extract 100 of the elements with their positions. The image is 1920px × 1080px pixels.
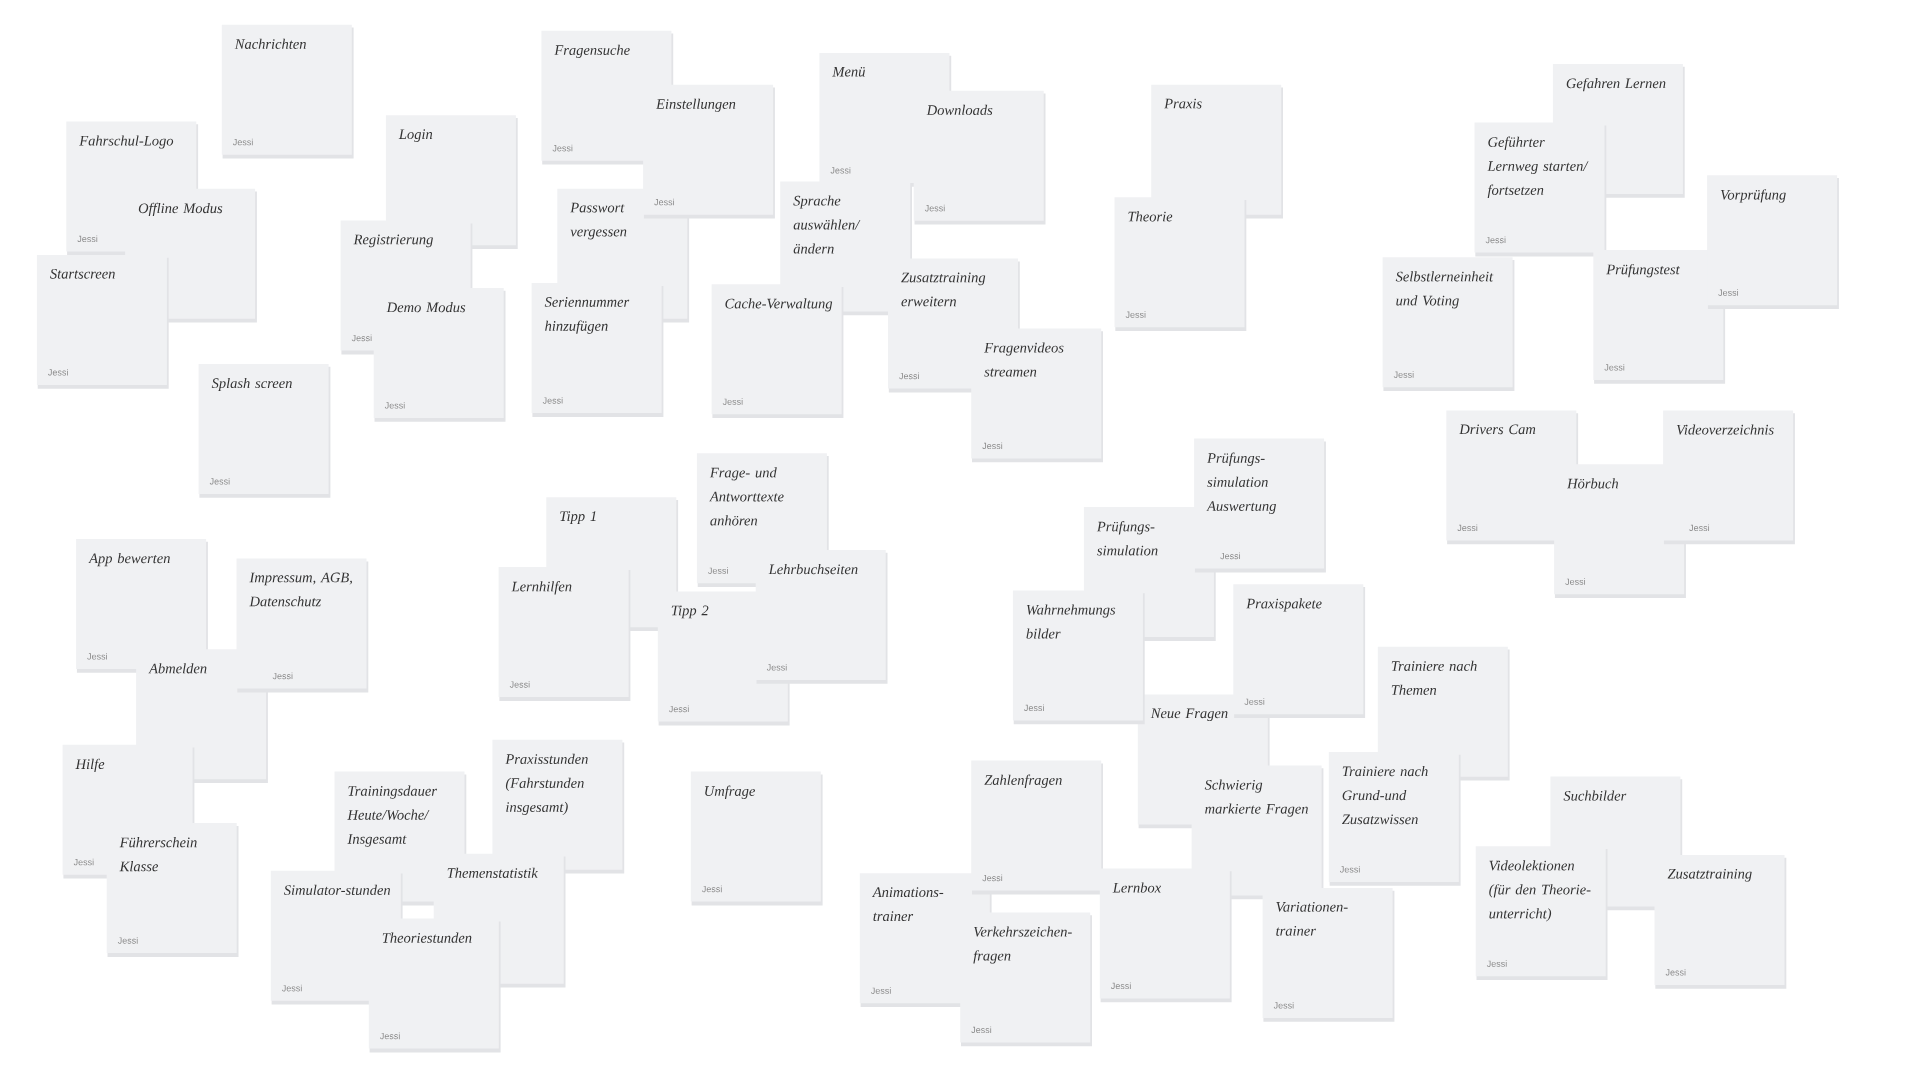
sticky-note — [690, 771, 823, 906]
author-name: Jessi — [870, 987, 891, 994]
sticky-note — [106, 823, 239, 957]
sticky-note — [1554, 464, 1686, 599]
note-text: Prüfungstest — [1606, 264, 1680, 278]
sticky-note — [76, 539, 208, 673]
note-text: Startscreen — [50, 268, 115, 279]
author-name: Jessi — [552, 144, 573, 152]
note-text: Splash screen — [211, 377, 292, 392]
note-text: Zusatztraining — [1667, 868, 1752, 882]
sticky-note — [971, 760, 1103, 895]
sticky-note — [221, 24, 354, 159]
note-text: Menü — [832, 66, 865, 77]
note-text: Einstellungen — [655, 98, 736, 112]
note-text: Zahlenfragen — [984, 774, 1062, 788]
note-text: Animations-trainer — [872, 887, 944, 922]
note-text: Registrierung — [353, 234, 433, 248]
sticky-note — [368, 918, 501, 1053]
author-name: Jessi — [1665, 968, 1686, 976]
note-text: Nachrichten — [234, 38, 306, 49]
author-name: Jessi — [1565, 578, 1585, 585]
author-name: Jessi — [542, 397, 563, 404]
note-text: Praxisstunden (Fahrstunden insgesamt) — [505, 753, 588, 815]
note-text: Downloads — [926, 104, 993, 115]
sticky-note — [1012, 590, 1145, 725]
note-text: Suchbilder — [1563, 790, 1627, 801]
author-name: Jessi — [281, 984, 302, 992]
note-text: Trainiere nach Themen — [1391, 660, 1477, 695]
author-name: Jessi — [708, 567, 728, 574]
note-text: App bewerten — [88, 553, 170, 567]
sticky-note — [1382, 257, 1515, 392]
author-name: Jessi — [924, 204, 945, 212]
note-text: Selbstlerneinheit und Voting — [1395, 271, 1494, 309]
note-text: Abmelden — [148, 663, 207, 674]
note-text: Lehrbuchseiten — [768, 564, 858, 575]
note-text: Fahrschul-Logo — [79, 135, 174, 149]
sticky-note — [971, 328, 1103, 463]
note-text: Fragenvideos streamen — [984, 342, 1064, 377]
note-text: Themenstatistik — [447, 867, 538, 878]
sticky-note — [1654, 854, 1787, 989]
author-name: Jessi — [73, 858, 94, 866]
sticky-note — [1663, 410, 1795, 545]
author-name: Jessi — [379, 1032, 400, 1040]
author-name: Jessi — [209, 477, 230, 485]
note-text: Videolektionen (für den Theorie-unterricht) — [1489, 860, 1591, 922]
sticky-note — [711, 284, 844, 419]
author-name: Jessi — [766, 664, 787, 671]
note-text: Neue Fragen — [1150, 708, 1228, 722]
note-text: Trainiere nach Grund-und Zusatzwissen — [1342, 766, 1428, 825]
sticky-note — [1194, 438, 1326, 573]
author-name: Jessi — [1273, 1002, 1294, 1009]
author-name: Jessi — [1485, 236, 1506, 244]
note-text: Lernbox — [1112, 882, 1162, 893]
author-name: Jessi — [1125, 311, 1146, 318]
note-text: Offline Modus — [138, 202, 223, 217]
note-text: Impressum, AGB, Datenschutz — [249, 572, 352, 607]
sticky-note — [36, 254, 169, 389]
note-text: Lernhilfen — [511, 581, 572, 595]
sticky-note — [960, 912, 1092, 1047]
author-name: Jessi — [1220, 552, 1240, 560]
sticky-note — [498, 567, 631, 701]
sticky-note — [236, 558, 369, 693]
author-name: Jessi — [1244, 698, 1265, 705]
sticky-note — [1233, 584, 1366, 719]
note-text: Cache-Verwaltung — [725, 298, 833, 312]
note-text: Geführter Lernweg starten/ fortsetzen — [1487, 136, 1589, 198]
sticky-note — [198, 363, 331, 498]
sticky-note — [913, 90, 1046, 225]
note-text: Tipp 1 — [560, 511, 596, 524]
author-name: Jessi — [117, 937, 138, 944]
sticky-note — [1474, 122, 1607, 257]
note-text: Sprache auswählen/ ändern — [793, 195, 861, 254]
author-name: Jessi — [1486, 960, 1507, 967]
author-name: Jessi — [232, 138, 253, 146]
author-name: Jessi — [1339, 866, 1360, 873]
author-name: Jessi — [982, 874, 1003, 882]
sticky-note — [643, 84, 775, 219]
author-name: Jessi — [384, 402, 405, 409]
note-text: Videoverzeichnis — [1676, 424, 1774, 435]
author-name: Jessi — [1689, 524, 1709, 531]
author-name: Jessi — [272, 672, 293, 680]
author-name: Jessi — [982, 442, 1003, 449]
author-name: Jessi — [899, 372, 919, 380]
note-text: Seriennummer hinzufügen — [544, 297, 630, 334]
sticky-note — [755, 550, 888, 684]
author-name: Jessi — [971, 1026, 992, 1033]
note-text: Führerschein Klasse — [119, 837, 197, 872]
note-text: Wahrnehmungs bilder — [1026, 604, 1116, 639]
note-text: Umfrage — [705, 785, 756, 799]
author-name: Jessi — [1718, 289, 1738, 296]
sticky-note — [1114, 197, 1247, 332]
author-name: Jessi — [351, 334, 372, 342]
note-text: Passwort vergessen — [570, 202, 627, 240]
author-name: Jessi — [1604, 364, 1625, 371]
author-name: Jessi — [77, 235, 98, 242]
note-text: Hilfe — [75, 758, 105, 772]
note-text: Praxispakete — [1246, 598, 1322, 612]
note-text: Praxis — [1164, 98, 1202, 109]
author-name: Jessi — [1110, 982, 1131, 989]
note-text: Login — [398, 129, 433, 142]
